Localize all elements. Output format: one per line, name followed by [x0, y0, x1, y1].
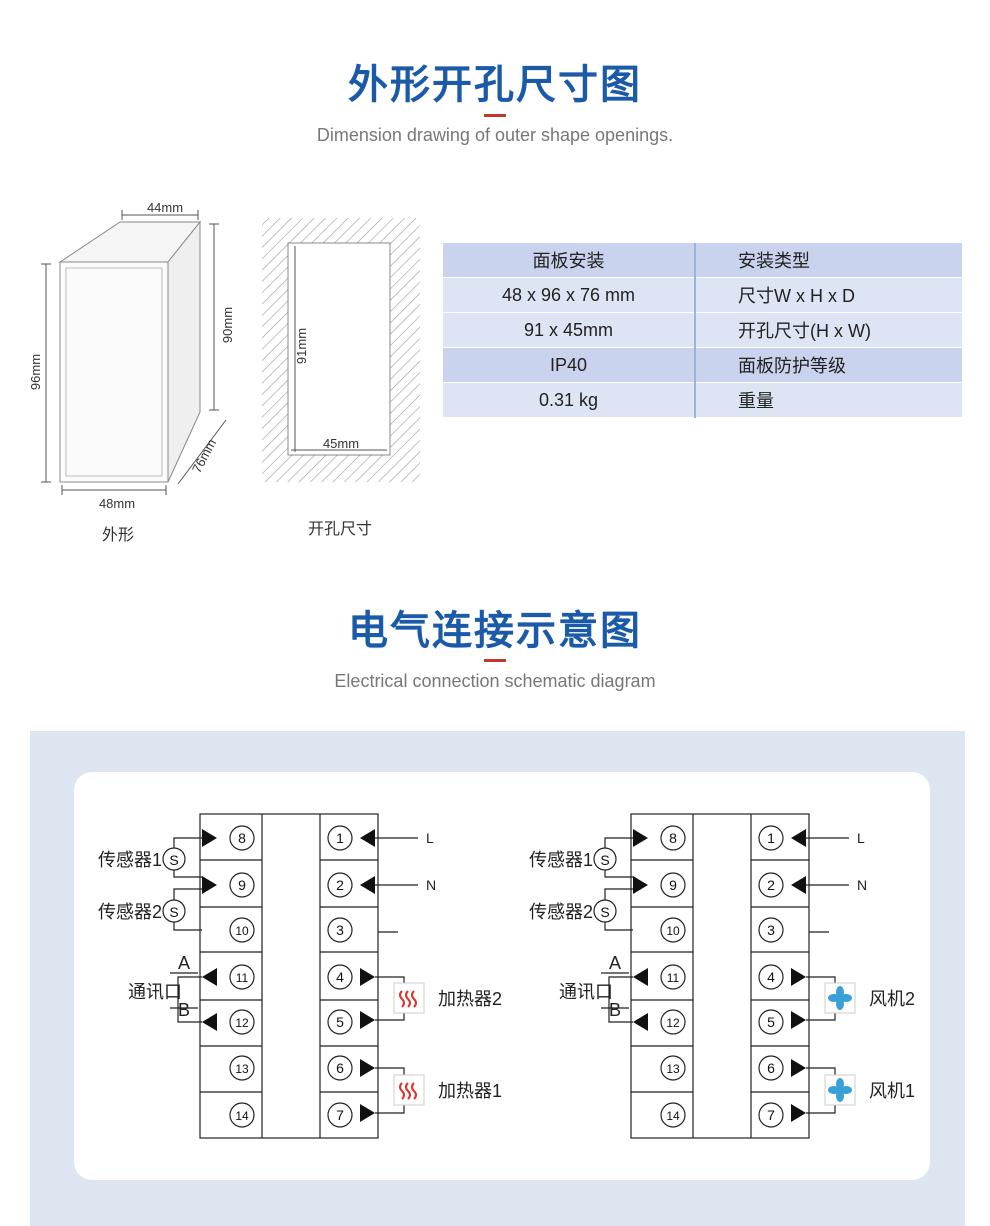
wiring-panel: [74, 772, 930, 1180]
spec-value: IP40: [443, 347, 696, 383]
spec-label: 重量: [695, 382, 962, 418]
cutout-dimension-lines: [291, 246, 387, 452]
spec-row: 0.31 kg 重量: [443, 382, 962, 418]
outline-dimension-lines: [41, 210, 227, 495]
spec-value: 48 x 96 x 76 mm: [443, 277, 696, 313]
section2-subtitle: Electrical connection schematic diagram: [334, 671, 656, 691]
section1-subtitle: Dimension drawing of outer shape opening…: [316, 125, 674, 145]
cutout-width-label: 45mm: [323, 436, 359, 451]
spec-label: 安装类型: [695, 243, 962, 278]
outline-box: [58, 220, 202, 483]
dimension-drawings: 44mm 90mm 96mm 76mm 48mm 外形 91mm 45mm 开孔…: [28, 200, 420, 544]
spec-table: 面板安装 安装类型 48 x 96 x 76 mm 尺寸W x H x D 91…: [443, 243, 962, 418]
title-underline: [484, 659, 506, 662]
dim-width-label: 44mm: [147, 200, 183, 215]
spec-row: 91 x 45mm 开孔尺寸(H x W): [443, 312, 962, 348]
outline-caption: 外形: [102, 526, 134, 544]
spec-value: 91 x 45mm: [443, 312, 696, 348]
spec-row: 48 x 96 x 76 mm 尺寸W x H x D: [443, 277, 962, 313]
cutout-panel: [262, 218, 420, 482]
title-underline: [484, 114, 506, 117]
section1-title: 外形开孔尺寸图: [348, 62, 642, 108]
spec-label: 尺寸W x H x D: [695, 277, 962, 313]
section2-title: 电气连接示意图: [348, 608, 642, 654]
spec-value: 0.31 kg: [443, 382, 696, 418]
spec-label: 面板防护等级: [695, 347, 962, 383]
cutout-height-label: 91mm: [294, 328, 309, 364]
spec-value: 面板安装: [443, 243, 696, 278]
dim-height-back-label: 90mm: [220, 307, 235, 343]
cutout-caption: 开孔尺寸: [308, 520, 372, 538]
spec-row: 面板安装 安装类型: [443, 243, 962, 278]
dim-front-width-label: 48mm: [99, 496, 135, 511]
spec-label: 开孔尺寸(H x W): [695, 312, 962, 348]
dim-depth-label: 76mm: [189, 436, 219, 475]
dim-height-front-label: 96mm: [28, 354, 43, 390]
spec-row: IP40 面板防护等级: [443, 347, 962, 383]
